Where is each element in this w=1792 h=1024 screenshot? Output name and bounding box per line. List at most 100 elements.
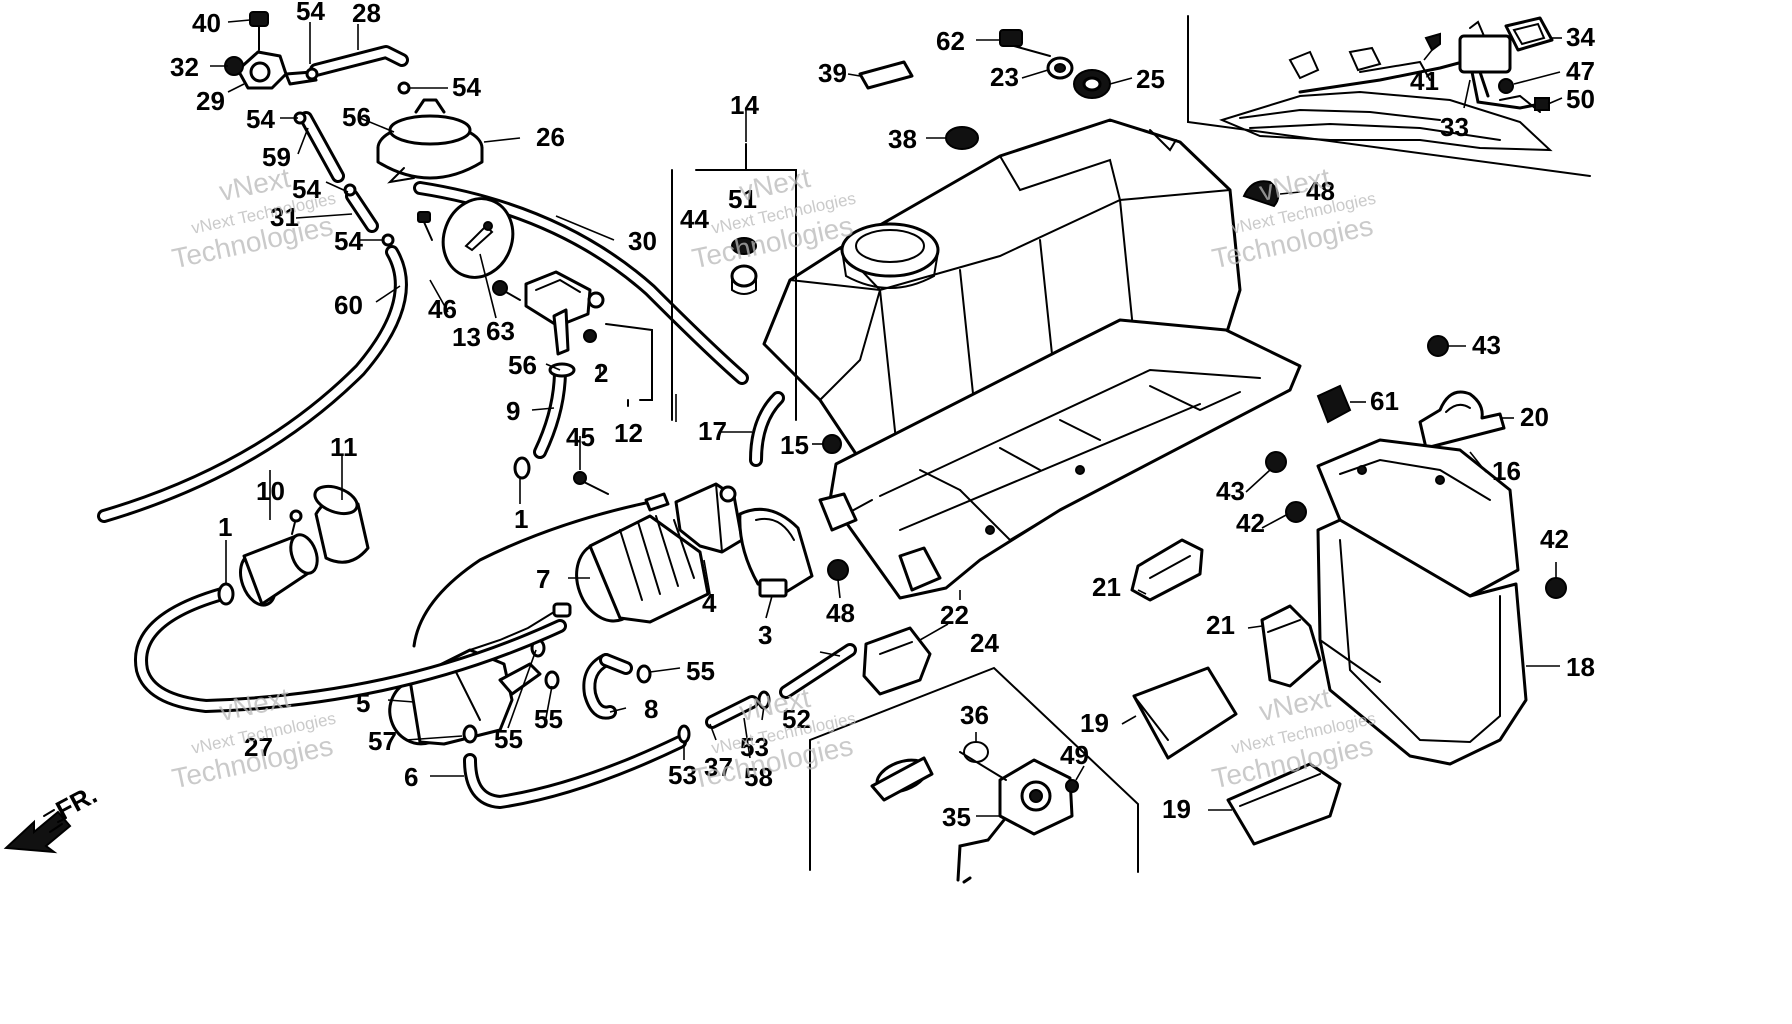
label-53: 53 [668, 760, 697, 790]
nut-42 [1285, 501, 1307, 523]
label-13: 13 [452, 322, 481, 352]
label-43: 43 [1472, 330, 1501, 360]
clamp-1 [217, 582, 235, 606]
bracket-lines-14 [671, 143, 797, 421]
label-2: 2 [594, 358, 608, 388]
label-63: 63 [486, 316, 515, 346]
label-11: 11 [330, 432, 358, 462]
label-9: 9 [506, 396, 520, 426]
label-54: 54 [246, 104, 275, 134]
regulator-cover-34 [1504, 16, 1554, 52]
skid-plate-24 [818, 318, 1302, 600]
label-29: 29 [196, 86, 225, 116]
label-34: 34 [1566, 22, 1595, 52]
clamp-2 [583, 329, 597, 343]
label-39: 39 [818, 58, 847, 88]
label-48: 48 [826, 598, 855, 628]
nut-42-right [1545, 577, 1567, 599]
label-19: 19 [1162, 794, 1191, 824]
inset-frame [1187, 15, 1591, 177]
label-56: 56 [342, 102, 371, 132]
hose-28 [309, 45, 409, 77]
screw-47 [1498, 78, 1514, 94]
bracket-lines-35 [809, 666, 1139, 873]
label-61: 61 [1370, 386, 1399, 416]
hose-9 [533, 363, 567, 459]
label-41: 41 [1410, 66, 1439, 96]
clamp-57 [462, 724, 478, 744]
grommet-15 [822, 434, 842, 454]
label-30: 30 [628, 226, 657, 256]
label-38: 38 [888, 124, 917, 154]
clip-21 [1130, 538, 1204, 602]
label-40: 40 [192, 8, 221, 38]
label-15: 15 [780, 430, 809, 460]
screw-63 [492, 280, 521, 301]
o-ring-36 [963, 741, 989, 763]
hose-60 [97, 245, 408, 523]
label-25: 25 [1136, 64, 1165, 94]
label-43: 43 [1216, 476, 1245, 506]
label-23: 23 [990, 62, 1019, 92]
label-5: 5 [356, 688, 370, 718]
label-37: 37 [704, 752, 733, 782]
nut-43-lower [1265, 451, 1287, 473]
clip-61 [1316, 384, 1352, 424]
clip-41 [1424, 32, 1441, 52]
label-50: 50 [1566, 84, 1595, 114]
hose-58 [705, 695, 759, 729]
vacuum-switch-29 [236, 50, 318, 90]
inset-vehicle-sketch [1219, 46, 1553, 152]
label-16: 16 [1492, 456, 1521, 486]
label-42: 42 [1236, 508, 1265, 538]
label-57: 57 [368, 726, 397, 756]
grommet-48-upper [1242, 180, 1280, 208]
clamp-3 [738, 507, 814, 598]
screw-49 [1065, 779, 1079, 793]
filter-housing-7 [575, 514, 710, 624]
label-44: 44 [680, 204, 709, 234]
label-27: 27 [244, 732, 273, 762]
label-54: 54 [296, 0, 325, 26]
label-36: 36 [960, 700, 989, 730]
screw-45 [573, 471, 609, 495]
filter-cover-11 [313, 484, 370, 564]
label-19: 19 [1080, 708, 1109, 738]
wire-harness [412, 492, 670, 648]
bracket-4 [674, 482, 744, 554]
leader-lines [210, 19, 1563, 817]
bolt-62 [999, 29, 1051, 57]
label-59: 59 [262, 142, 291, 172]
hose-59 [299, 111, 345, 183]
label-20: 20 [1520, 402, 1549, 432]
hose-17 [749, 391, 785, 467]
bracket-lines-12 [605, 323, 653, 407]
band-20 [1418, 390, 1506, 450]
clip-21-lower [1260, 604, 1322, 688]
label-51: 51 [728, 184, 757, 214]
label-10: 10 [256, 476, 285, 506]
front-arrow-icon [3, 809, 72, 854]
label-12: 12 [614, 418, 643, 448]
part-labels: 40 54 28 32 29 54 54 56 26 59 54 31 54 3… [170, 0, 1595, 832]
label-3: 3 [758, 620, 772, 650]
label-54: 54 [452, 72, 481, 102]
nut-43 [1427, 335, 1449, 357]
bolt-40 [249, 11, 269, 51]
label-62: 62 [936, 26, 965, 56]
pad-19 [1132, 666, 1238, 760]
label-58: 58 [744, 762, 773, 792]
label-60: 60 [334, 290, 363, 320]
label-31: 31 [270, 202, 299, 232]
hose-27 [134, 587, 567, 713]
fuel-filter-10 [239, 509, 319, 607]
label-45: 45 [566, 422, 595, 452]
label-48: 48 [1306, 176, 1335, 206]
pad-19-lower [1226, 762, 1342, 846]
label-18: 18 [1566, 652, 1595, 682]
joint-22 [862, 626, 932, 696]
label-4: 4 [702, 588, 717, 618]
label-53: 53 [740, 732, 769, 762]
clamp-53-lower [677, 724, 691, 744]
cushion-25 [1073, 69, 1111, 99]
